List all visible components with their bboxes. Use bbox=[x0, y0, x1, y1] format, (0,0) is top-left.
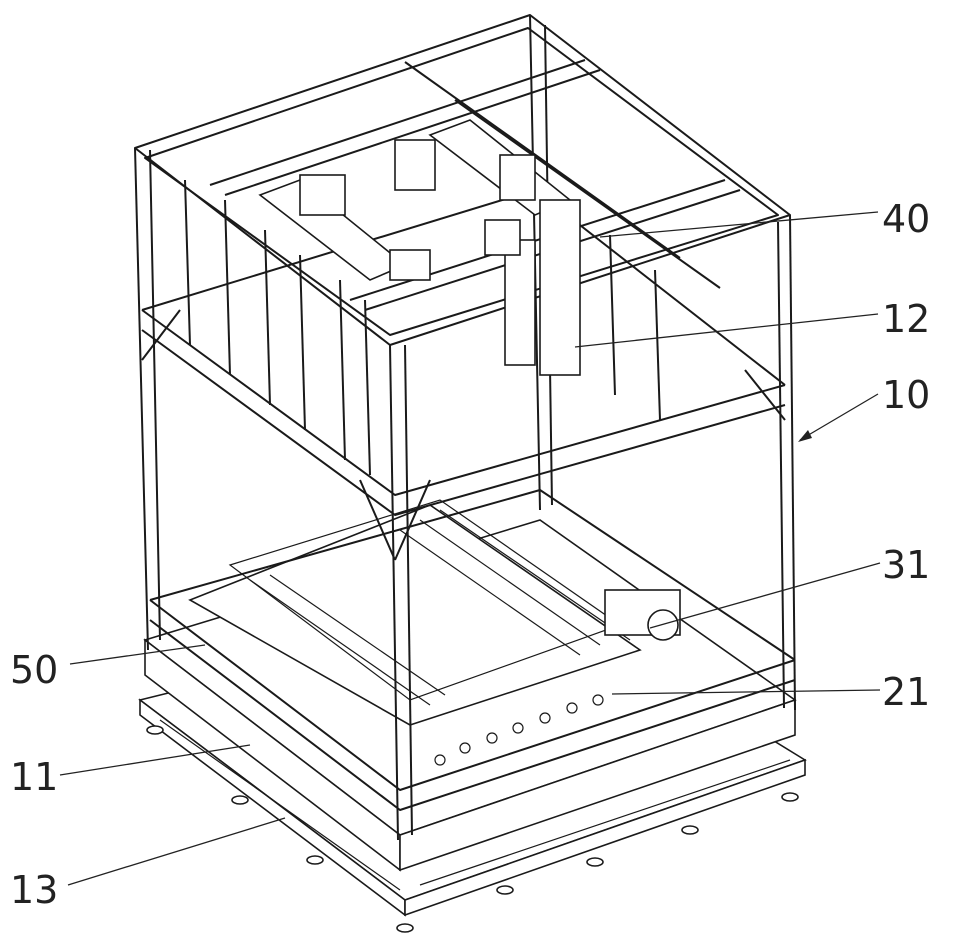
gantry-modules-40 bbox=[260, 120, 580, 375]
label-50: 50 bbox=[10, 648, 58, 692]
label-40: 40 bbox=[882, 197, 930, 241]
label-12: 12 bbox=[882, 297, 930, 341]
label-21: 21 bbox=[882, 670, 930, 714]
label-10: 10 bbox=[882, 373, 930, 417]
label-31: 31 bbox=[882, 543, 930, 587]
label-11: 11 bbox=[10, 755, 58, 799]
label-13: 13 bbox=[10, 868, 58, 912]
